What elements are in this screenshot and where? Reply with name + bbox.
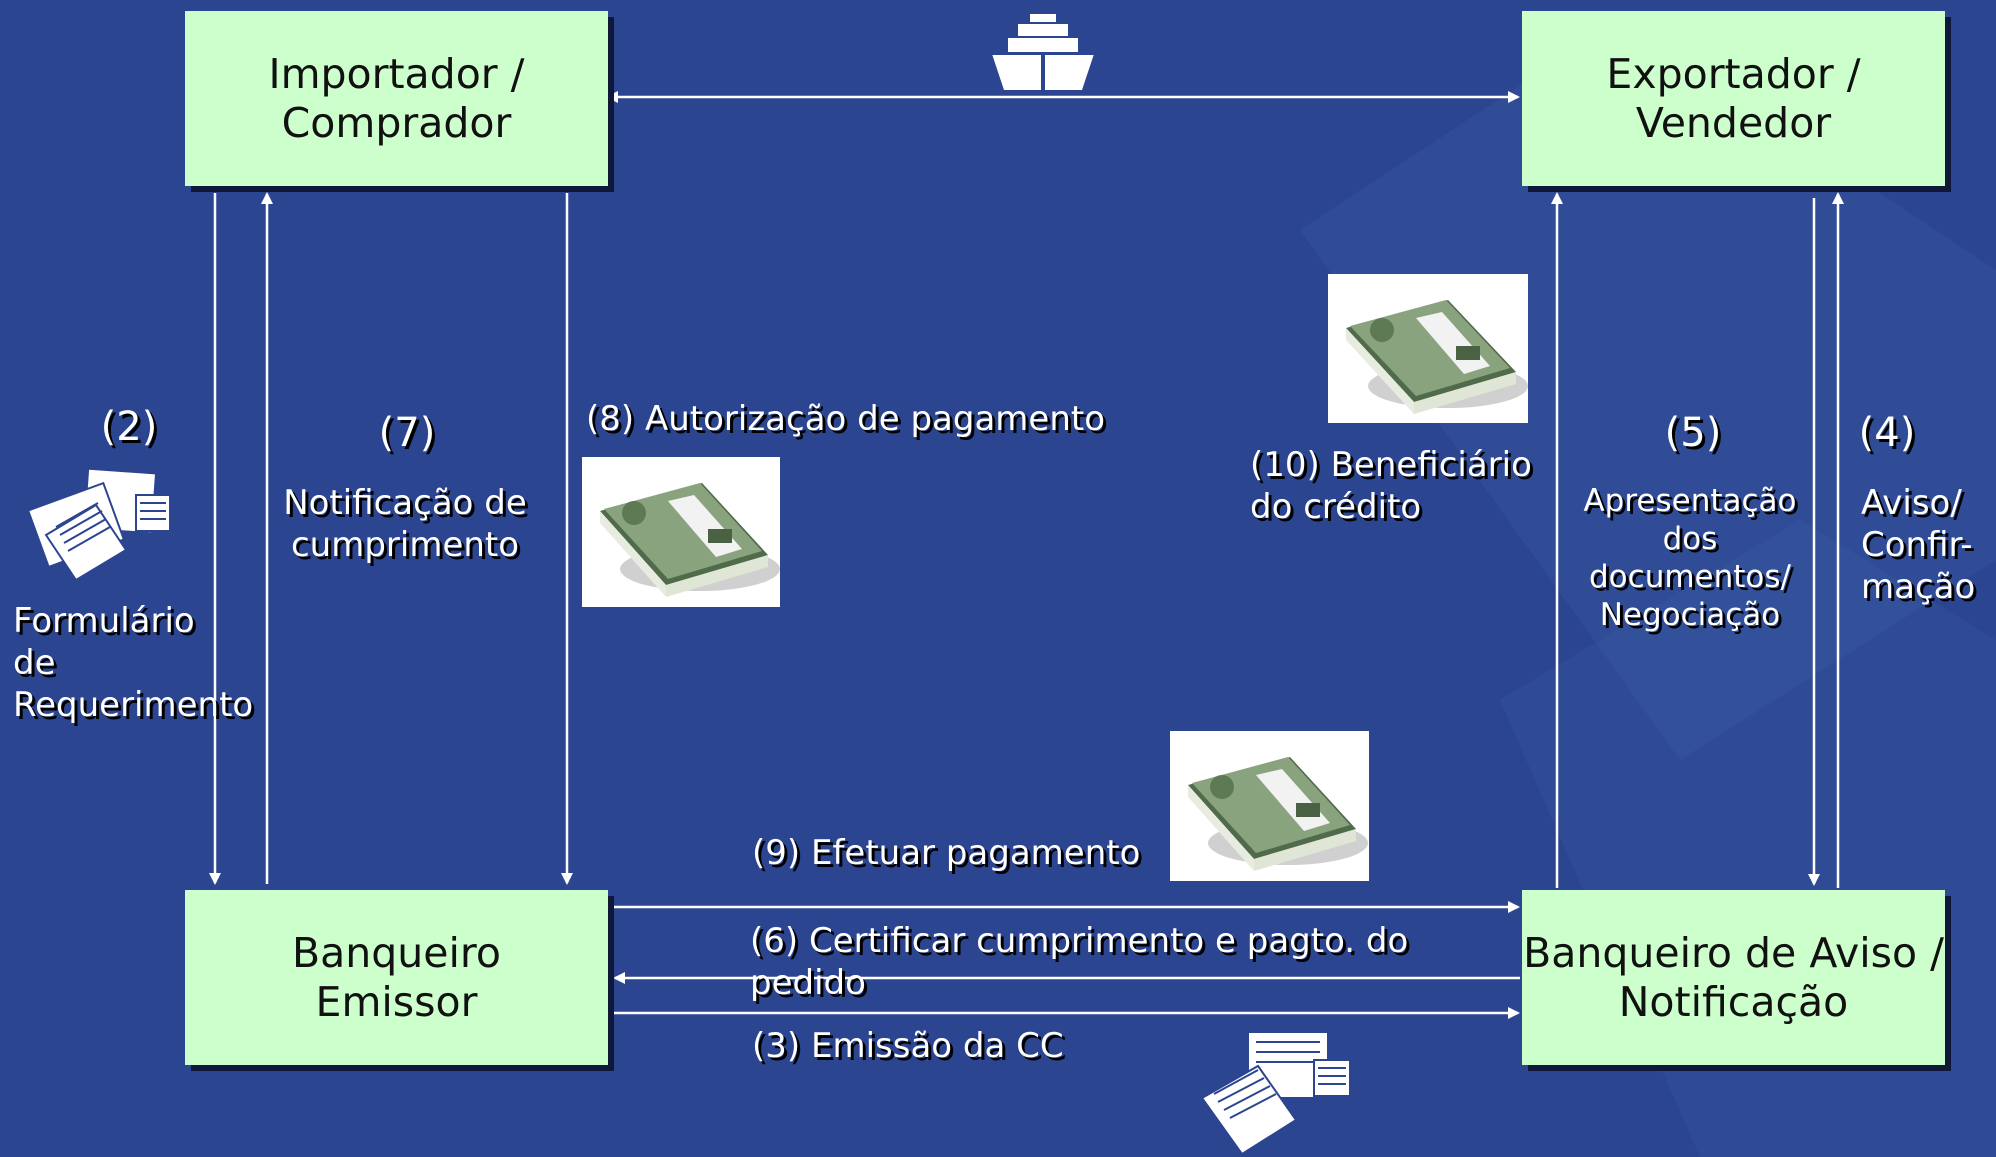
documents-icon-bottom xyxy=(1200,1031,1351,1156)
step7-number: (7) xyxy=(378,410,436,456)
exporter-box: Exportador / Vendedor xyxy=(1522,11,1945,186)
documents-icon xyxy=(26,467,171,582)
step2-number: (2) xyxy=(100,404,158,450)
step5-number: (5) xyxy=(1664,410,1722,456)
step5-label: Apresentação dos documentos/ Negociação xyxy=(1583,483,1797,633)
advising-bank-box: Banqueiro de Aviso / Notificação xyxy=(1522,890,1945,1065)
issuing-bank-box: Banqueiro Emissor xyxy=(185,890,608,1065)
money-stack-icon-2 xyxy=(1328,274,1528,423)
step4-label: Aviso/ Confir- mação xyxy=(1861,483,1976,607)
step7-label: Notificação de cumprimento xyxy=(283,483,527,565)
step4-number: (4) xyxy=(1858,410,1916,456)
money-stack-icon xyxy=(582,457,780,607)
money-stack-icon-3 xyxy=(1170,731,1369,881)
step6-label: (6) Certificar cumprimento e pagto. do p… xyxy=(750,921,1409,1003)
step3-label: (3) Emissão da CC xyxy=(752,1026,1064,1066)
step10-label: (10) Beneficiário do crédito xyxy=(1250,445,1532,527)
step8-label: (8) Autorização de pagamento xyxy=(586,399,1106,439)
step9-label: (9) Efetuar pagamento xyxy=(752,833,1141,873)
importer-box: Importador / Comprador xyxy=(185,11,608,186)
ship-icon xyxy=(992,14,1094,90)
step2-label: Formulário de Requerimento xyxy=(13,601,254,725)
